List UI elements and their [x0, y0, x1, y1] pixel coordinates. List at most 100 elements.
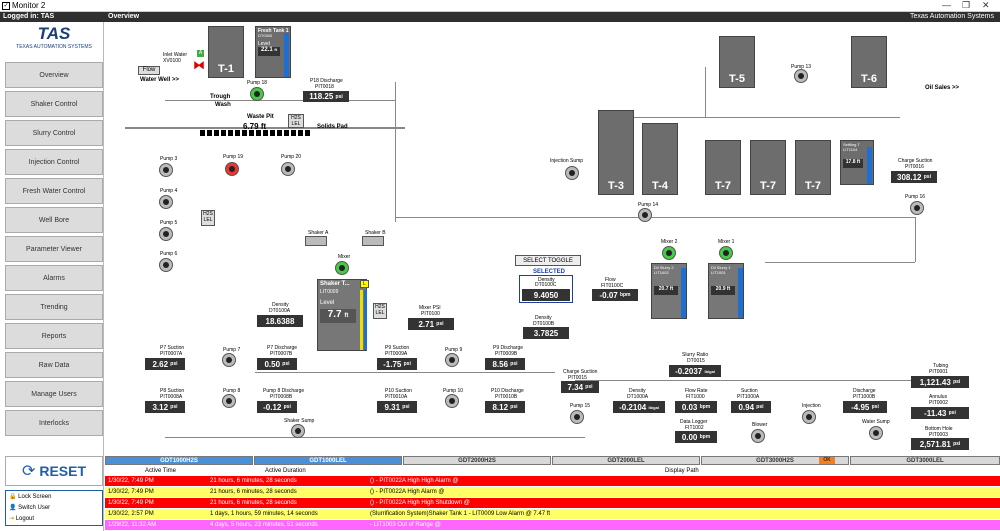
minimize-icon[interactable]: —: [942, 0, 951, 10]
nav-overview[interactable]: Overview: [5, 62, 103, 88]
pump9-icon[interactable]: [445, 353, 459, 367]
mixer2-icon[interactable]: [662, 246, 676, 260]
nav-trending[interactable]: Trending: [5, 294, 103, 320]
nav-fresh-water-control[interactable]: Fresh Water Control: [5, 178, 103, 204]
tab-gdt3000h2s[interactable]: GDT3000H2S: [701, 456, 849, 465]
pump6-icon[interactable]: [159, 258, 173, 272]
charge-suction2: 7.34: [567, 382, 584, 392]
density3-unit: lb/gal: [648, 404, 659, 410]
selected-density-box[interactable]: Density DT0100C 9.4050: [519, 275, 573, 303]
p9-suction-value: -1.75 psi: [377, 358, 417, 370]
pump14-icon[interactable]: [638, 208, 652, 222]
settling-unit: ft: [856, 159, 861, 165]
data-logger-label: Data Logger: [680, 419, 708, 425]
h2s-lel-badge: H2S LEL: [288, 114, 304, 128]
flow-rate-tag: FIT1000: [686, 394, 705, 400]
alarm-time: 1/30/22, 7:49 PM: [108, 500, 154, 506]
shaker-sump-pump[interactable]: [291, 424, 305, 438]
reset-button[interactable]: ⟳ RESET: [5, 456, 103, 486]
tab-gdt2000lel[interactable]: GDT2000LEL: [552, 456, 700, 465]
pump19-icon[interactable]: [225, 162, 239, 176]
annulus-label: Annulus: [929, 394, 948, 400]
close-icon[interactable]: ✕: [982, 0, 990, 10]
pump3-icon[interactable]: [159, 163, 173, 177]
pump5-icon[interactable]: [159, 227, 173, 241]
mixer1-icon[interactable]: [719, 246, 733, 260]
nav-manage-users[interactable]: Manage Users: [5, 381, 103, 407]
mixer-psi-label: Mixer PSI: [419, 305, 441, 311]
flow-sel-value: -0.07 bpm: [592, 289, 638, 301]
tab-gdt2000h2s[interactable]: GDT2000H2S: [403, 456, 551, 465]
lock-screen-button[interactable]: 🔒 Lock Screen: [9, 493, 52, 500]
pump7-icon[interactable]: [222, 353, 236, 367]
shaker-a-icon[interactable]: [305, 236, 327, 246]
nav-reports[interactable]: Reports: [5, 323, 103, 349]
tank-t7-a[interactable]: T-7: [705, 140, 741, 195]
settling-tank[interactable]: Settling T LIT1104 17.8 ft: [840, 140, 874, 185]
waste-pit-level: 6.79: [243, 122, 259, 131]
fresh-tank-title: Fresh Tank 1: [258, 28, 289, 34]
tank-t5[interactable]: T-5: [719, 36, 755, 88]
tank-t4[interactable]: T-4: [642, 123, 678, 195]
nav-parameter-viewer[interactable]: Parameter Viewer: [5, 236, 103, 262]
nav-shaker-control[interactable]: Shaker Control: [5, 91, 103, 117]
nav-raw-data[interactable]: Raw Data: [5, 352, 103, 378]
pump20-icon[interactable]: [281, 162, 295, 176]
pump4-icon[interactable]: [159, 195, 173, 209]
flow-button[interactable]: Flow: [138, 66, 160, 75]
tank-t7-c[interactable]: T-7: [795, 140, 831, 195]
water-sump-pump[interactable]: [869, 426, 883, 440]
nav-injection-control[interactable]: Injection Control: [5, 149, 103, 175]
pump16-icon[interactable]: [910, 201, 924, 215]
logout-button[interactable]: ⇥ Logout: [9, 515, 34, 522]
dil-slurry-2-tank[interactable]: Dil Slurry 2 LIT1002 20.7 ft: [651, 263, 687, 319]
tab-gdt1000h2s[interactable]: GDT1000H2S: [105, 456, 253, 465]
p7-suction-value: 2.62 psi: [145, 358, 185, 370]
nav-alarms[interactable]: Alarms: [5, 265, 103, 291]
nav-well-bore[interactable]: Well Bore: [5, 207, 103, 233]
p7-discharge-label: P7 Discharge: [267, 345, 298, 351]
dil-slurry-1-tank[interactable]: Dil Slurry 1 LIT1001 20.9 ft: [708, 263, 744, 319]
solids-pad-label: Solids Pad: [317, 124, 348, 130]
pump18-icon[interactable]: [250, 87, 264, 101]
blower-icon[interactable]: [751, 429, 765, 443]
fresh-tank-unit: ft: [274, 47, 278, 52]
valve-icon[interactable]: ⧓: [193, 58, 205, 72]
injection-sump-pump[interactable]: [565, 166, 579, 180]
pump15-icon[interactable]: [570, 410, 584, 424]
pump13-icon[interactable]: [794, 69, 808, 83]
tank-t3[interactable]: T-3: [598, 110, 634, 195]
p7-discharge-tag: PIT0007B: [270, 351, 293, 357]
tank-t1[interactable]: T-1: [208, 26, 244, 78]
mixer-icon[interactable]: [335, 261, 349, 275]
pump8-discharge: -0.12: [263, 402, 282, 412]
shaker-b-icon[interactable]: [362, 236, 384, 246]
nav-slurry-control[interactable]: Slurry Control: [5, 120, 103, 146]
nav-interlocks[interactable]: Interlocks: [5, 410, 103, 436]
waste-pit-label: Waste Pit: [247, 114, 274, 120]
maximize-icon[interactable]: ❐: [962, 0, 971, 10]
injection-pump[interactable]: [802, 410, 816, 424]
pump8-icon[interactable]: [222, 394, 236, 408]
pump20-label: Pump 20: [281, 154, 302, 160]
tab-gdt3000lel[interactable]: GDT3000LEL: [850, 456, 1000, 465]
select-toggle-button[interactable]: SELECT TOGGLE: [515, 255, 581, 266]
fresh-tank-1[interactable]: Fresh Tank 1 DT0300 Level 22.1 ft: [255, 26, 291, 78]
tank-t6[interactable]: T-6: [851, 36, 887, 88]
water-well-link[interactable]: Water Well >>: [140, 77, 180, 83]
p8-suction: 3.12: [152, 402, 169, 412]
waste-pit-unit: ft: [260, 122, 267, 131]
pump9-label: Pump 9: [445, 347, 463, 353]
logged-in-label: Logged in: TAS: [3, 13, 55, 20]
tank-t7-b[interactable]: T-7: [750, 140, 786, 195]
pump10-icon[interactable]: [445, 394, 459, 408]
switch-user-button[interactable]: 👤 Switch User: [9, 504, 50, 511]
tab-gdt1000lel[interactable]: GDT1000LEL: [254, 456, 402, 465]
shaker-tank[interactable]: Shaker T... LIT0009 Level 7.7 ft: [317, 279, 367, 351]
oil-sales-link[interactable]: Oil Sales >>: [925, 85, 960, 91]
